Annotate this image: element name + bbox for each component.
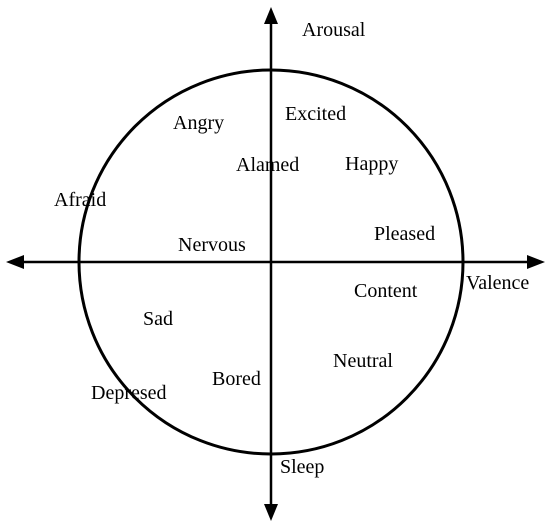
emotion-label-sad: Sad (143, 308, 173, 330)
axis-label-sleep: Sleep (280, 456, 325, 478)
right-arrowhead (527, 255, 545, 269)
bottom-arrowhead (264, 504, 278, 521)
top-arrowhead (264, 7, 278, 24)
axis-label-arousal: Arousal (302, 19, 366, 41)
emotion-label-pleased: Pleased (374, 223, 436, 245)
left-arrowhead (6, 255, 24, 269)
emotion-label-depresed: Depresed (91, 382, 167, 404)
emotion-label-afraid: Afraid (54, 189, 107, 211)
axis-label-valence: Valence (466, 272, 530, 294)
emotion-label-alamed: Alamed (236, 154, 300, 176)
emotion-label-bored: Bored (212, 368, 261, 390)
emotion-label-excited: Excited (285, 103, 347, 125)
emotion-label-content: Content (354, 280, 418, 302)
emotion-label-angry: Angry (173, 112, 225, 134)
emotion-label-neutral: Neutral (333, 350, 393, 372)
emotion-label-happy: Happy (345, 153, 399, 175)
emotion-label-nervous: Nervous (178, 234, 246, 256)
